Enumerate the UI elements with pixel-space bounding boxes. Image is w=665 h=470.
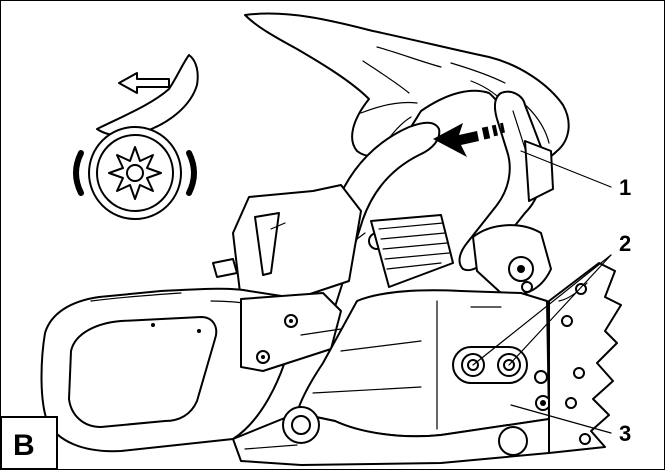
clutch-cover [296, 289, 551, 438]
wheel-inner [96, 134, 174, 212]
bracket-right [186, 150, 197, 196]
engine-body [212, 184, 552, 302]
sprocket-hub [126, 164, 144, 182]
base [232, 406, 550, 466]
panel-label-box: B [1, 416, 58, 469]
leader-lines [472, 150, 612, 434]
dashed-arrow-left-icon [433, 122, 505, 157]
callout-2: 2 [619, 231, 631, 256]
bracket-left [73, 150, 84, 196]
panel-label: B [13, 429, 35, 462]
callout-1: 1 [619, 175, 631, 200]
sprocket-star-icon [108, 146, 162, 200]
guide-bar-chain [548, 262, 622, 454]
bar-nuts [452, 346, 528, 384]
lever-curve [96, 54, 199, 137]
rear-handle [40, 287, 302, 453]
callout-3: 3 [619, 421, 631, 446]
arrow-left-icon [118, 72, 170, 94]
chain-brake-release-icon [73, 54, 199, 220]
